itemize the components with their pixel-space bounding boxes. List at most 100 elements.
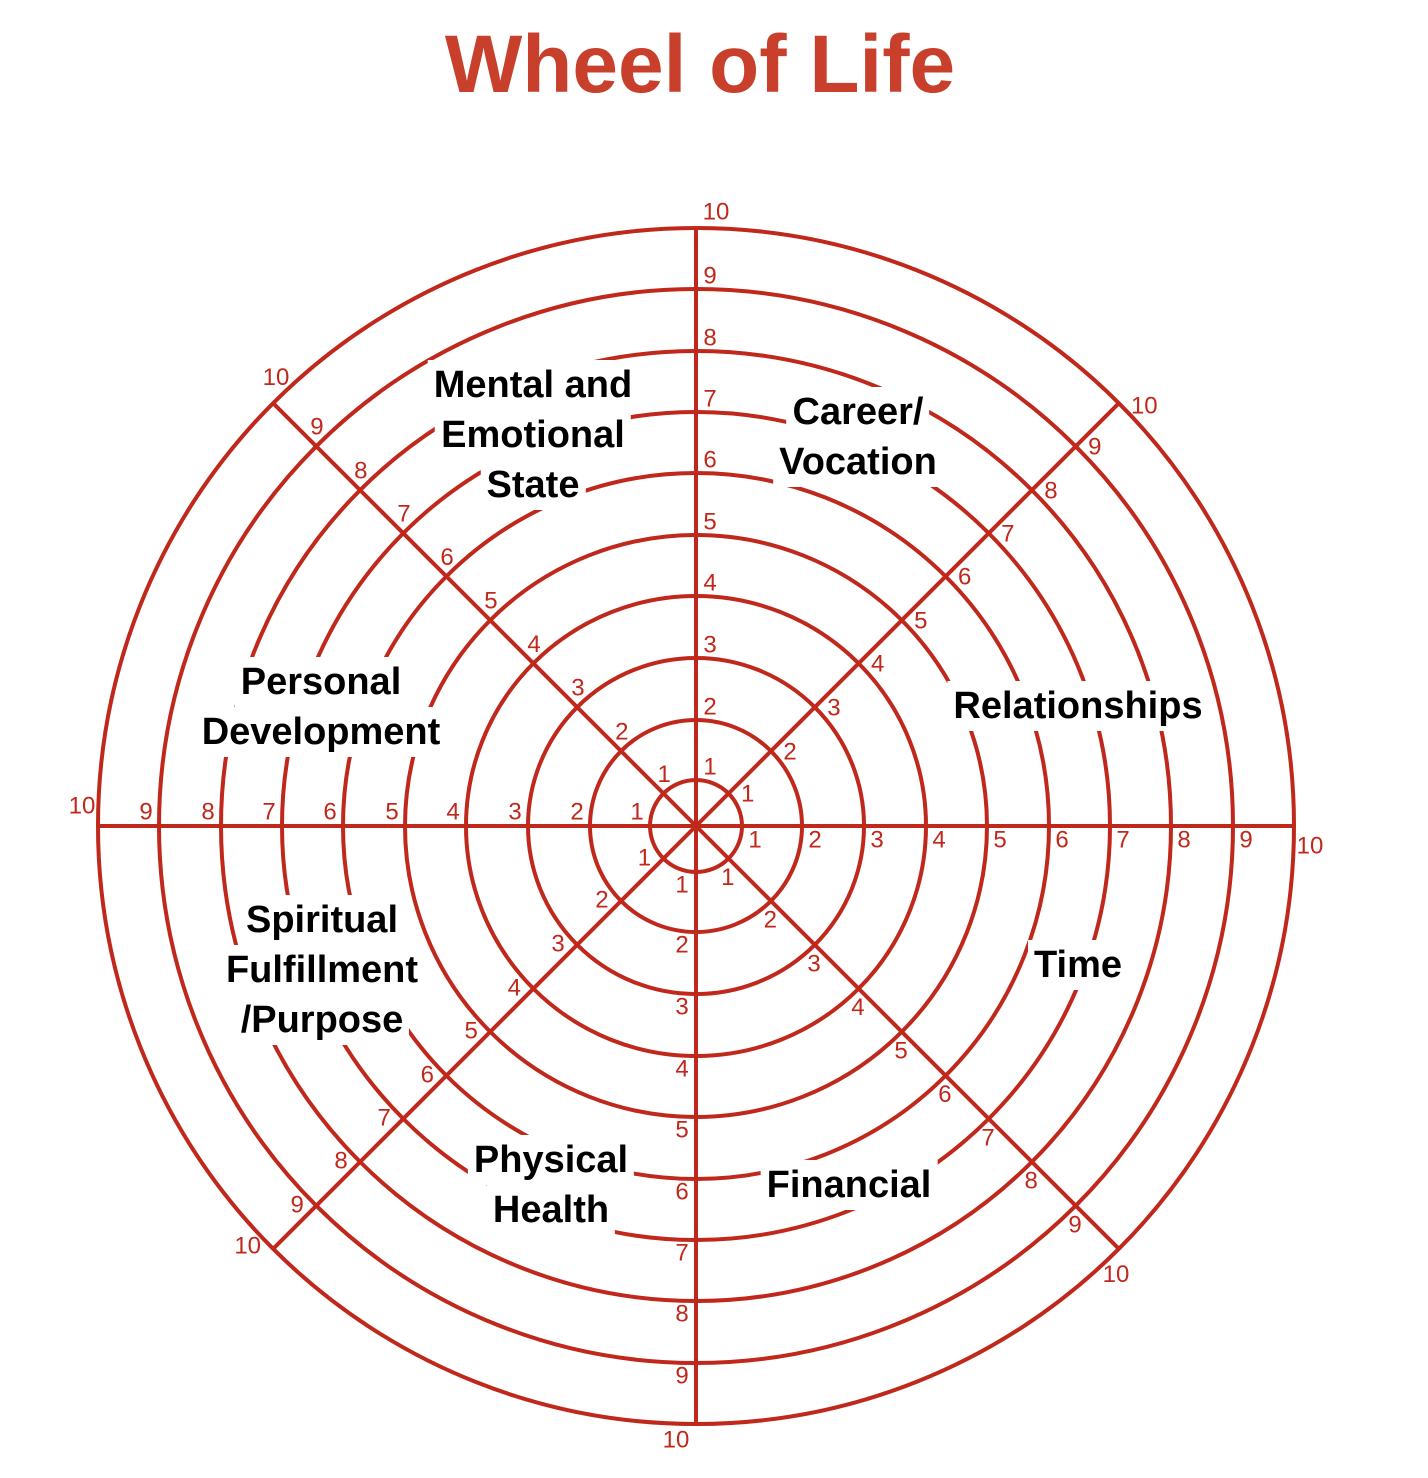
scale-number: 8 [1024, 1167, 1037, 1194]
category-personal-development: Personal Development [195, 657, 447, 757]
spoke [271, 401, 698, 828]
scale-number: 5 [484, 588, 497, 615]
scale-number: 7 [262, 799, 275, 826]
scale-number: 6 [958, 564, 971, 591]
category-line: Career/ [786, 387, 930, 437]
scale-number: 5 [894, 1037, 907, 1064]
scale-number: 2 [615, 718, 628, 745]
category-financial: Financial [760, 1160, 938, 1210]
category-line: Development [195, 707, 447, 757]
scale-number: 5 [914, 607, 927, 634]
scale-number: 10 [1297, 833, 1324, 860]
category-physical-health: Physical Health [467, 1135, 635, 1235]
scale-number: 6 [675, 1179, 688, 1206]
category-line: Spiritual [239, 895, 405, 945]
scale-number: 6 [323, 799, 336, 826]
scale-number: 7 [397, 501, 410, 528]
category-line: Emotional [435, 410, 631, 460]
scale-number: 7 [1116, 827, 1129, 854]
scale-number: 3 [703, 632, 716, 659]
scale-number: 8 [334, 1148, 347, 1175]
scale-number: 10 [663, 1427, 690, 1454]
category-line: Time [1027, 940, 1129, 990]
scale-number: 8 [1177, 827, 1190, 854]
scale-number: 6 [1055, 827, 1068, 854]
scale-number: 10 [1103, 1261, 1130, 1288]
scale-number: 3 [675, 994, 688, 1021]
scale-number: 10 [703, 199, 730, 226]
scale-number: 5 [675, 1117, 688, 1144]
category-line: Physical [467, 1135, 635, 1185]
scale-number: 8 [201, 799, 214, 826]
scale-number: 2 [595, 887, 608, 914]
scale-number: 8 [675, 1301, 688, 1328]
spoke [694, 824, 1121, 1251]
category-line: /Purpose [234, 995, 410, 1045]
category-line: State [480, 460, 586, 510]
scale-number: 9 [291, 1192, 304, 1219]
scale-number: 9 [1088, 433, 1101, 460]
category-line: Personal [234, 657, 408, 707]
scale-number: 7 [981, 1124, 994, 1151]
scale-number: 8 [354, 458, 367, 485]
scale-number: 7 [1001, 520, 1014, 547]
scale-number: 2 [703, 694, 716, 721]
scale-number: 6 [938, 1081, 951, 1108]
scale-number: 10 [69, 793, 96, 820]
scale-number: 7 [377, 1105, 390, 1132]
scale-number: 10 [234, 1233, 261, 1260]
scale-number: 7 [675, 1240, 688, 1267]
scale-number: 6 [703, 447, 716, 474]
scale-number: 6 [421, 1061, 434, 1088]
scale-number: 2 [764, 907, 777, 934]
scale-number: 1 [638, 844, 651, 871]
category-line: Vocation [773, 437, 943, 487]
category-career: Career/ Vocation [773, 387, 943, 487]
scale-number: 1 [703, 754, 716, 781]
scale-number: 9 [1239, 827, 1252, 854]
scale-number: 1 [721, 864, 734, 891]
scale-number: 4 [703, 570, 716, 597]
scale-number: 1 [741, 781, 754, 808]
scale-number: 9 [310, 414, 323, 441]
scale-number: 1 [748, 827, 761, 854]
scale-number: 8 [1044, 477, 1057, 504]
category-relationships: Relationships [947, 681, 1209, 731]
scale-number: 3 [508, 799, 521, 826]
scale-number: 5 [464, 1018, 477, 1045]
scale-number: 10 [1131, 392, 1158, 419]
scale-number: 1 [658, 761, 671, 788]
scale-number: 1 [675, 872, 688, 899]
category-line: Mental and [427, 360, 639, 410]
scale-number: 4 [851, 994, 864, 1021]
scale-number: 2 [783, 738, 796, 765]
scale-number: 6 [440, 544, 453, 571]
scale-number: 7 [703, 386, 716, 413]
category-mental-emotional: Mental and Emotional State [427, 360, 639, 510]
scale-number: 4 [446, 799, 459, 826]
scale-number: 9 [1068, 1211, 1081, 1238]
scale-number: 4 [527, 631, 540, 658]
center-point [692, 822, 700, 830]
scale-number: 5 [993, 827, 1006, 854]
category-time: Time [1027, 940, 1129, 990]
scale-number: 2 [570, 799, 583, 826]
category-line: Fulfillment [219, 945, 425, 995]
scale-number: 5 [385, 799, 398, 826]
category-spiritual: Spiritual Fulfillment /Purpose [219, 895, 425, 1045]
scale-number: 3 [551, 931, 564, 958]
scale-number: 4 [508, 974, 521, 1001]
scale-number: 4 [932, 827, 945, 854]
scale-number: 2 [808, 827, 821, 854]
scale-number: 8 [703, 325, 716, 352]
scale-number: 5 [703, 509, 716, 536]
page-title: Wheel of Life [444, 19, 956, 110]
spoke [694, 401, 1121, 828]
scale-number: 4 [675, 1056, 688, 1083]
scale-number: 9 [675, 1363, 688, 1390]
spoke [271, 824, 698, 1251]
scale-number: 4 [871, 651, 884, 678]
scale-number: 3 [827, 694, 840, 721]
